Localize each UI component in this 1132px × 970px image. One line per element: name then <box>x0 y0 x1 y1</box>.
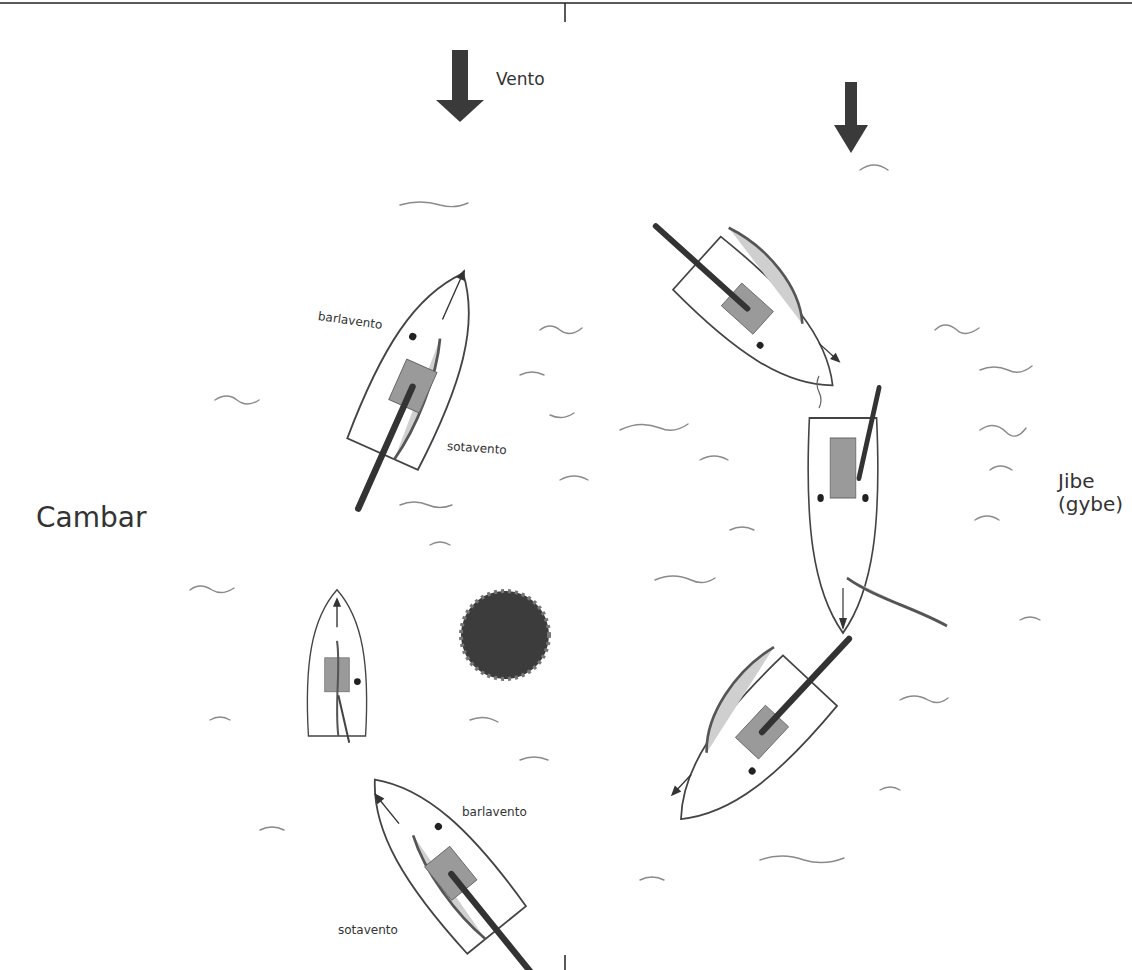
label-anchor: barlavento <box>318 310 383 324</box>
maneuver-title: Jibe (gybe) <box>1058 470 1120 516</box>
wind-label: Vento <box>496 70 545 90</box>
boat <box>631 187 868 413</box>
label-anchor: barlavento <box>462 806 527 820</box>
maneuver-title: Cambar <box>36 502 146 534</box>
label-anchor: sotavento <box>338 924 398 938</box>
boat <box>322 253 502 525</box>
rock-mark <box>461 591 549 679</box>
boat <box>344 755 561 970</box>
label-anchor: Cambar <box>36 502 146 534</box>
side-label: barlavento <box>462 806 527 820</box>
boat <box>641 601 877 845</box>
frame-line <box>0 3 1132 970</box>
wind-arrow <box>436 50 868 153</box>
label-anchor: Jibe (gybe) <box>1058 470 1120 516</box>
side-label: sotavento <box>447 440 508 458</box>
rock-outline <box>461 591 549 679</box>
boat <box>808 376 947 633</box>
side-label: barlavento <box>317 310 383 333</box>
label-anchor: sotavento <box>447 440 507 454</box>
side-label: sotavento <box>338 924 398 938</box>
boat <box>307 590 366 743</box>
label-anchor: Vento <box>496 70 545 90</box>
water-waves <box>190 165 1040 880</box>
